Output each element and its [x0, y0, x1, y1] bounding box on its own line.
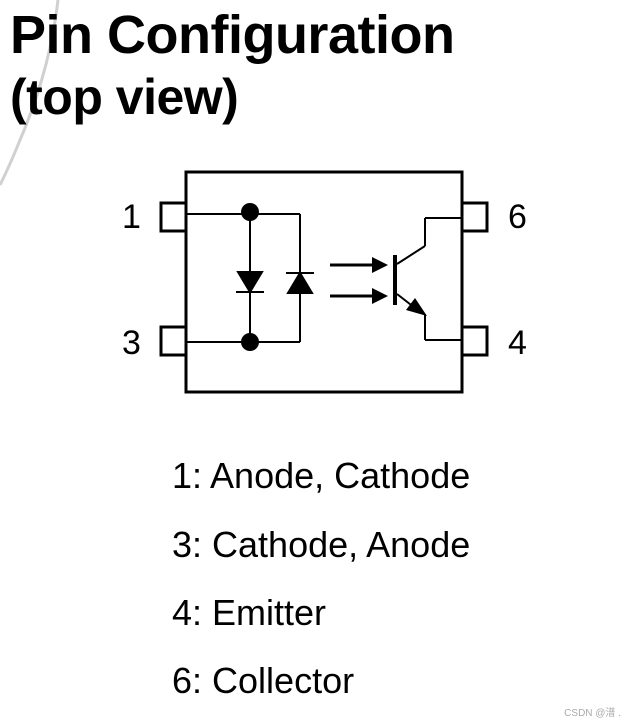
phototransistor — [393, 217, 462, 341]
pin-1-tab — [159, 201, 188, 233]
led-1 — [236, 271, 264, 294]
page-subtitle: (top view) — [10, 69, 239, 125]
light-arrows — [330, 257, 388, 304]
legend-pin-1: 1: Anode, Cathode — [172, 455, 471, 496]
junction-dot-top — [241, 203, 259, 221]
pin-label-3: 3 — [122, 324, 141, 362]
page-title: Pin Configuration — [10, 5, 455, 65]
junction-dot-bottom — [241, 333, 259, 351]
decorative-curve — [0, 0, 60, 186]
pin-3-tab — [159, 325, 188, 357]
legend-pin-3: 3: Cathode, Anode — [172, 524, 471, 565]
pin-6-tab — [460, 201, 489, 233]
legend-pin-4: 4: Emitter — [172, 592, 327, 633]
legend-pin-6: 6: Collector — [172, 660, 355, 701]
pin-4-tab — [460, 325, 489, 357]
watermark: CSDN @潽 . — [564, 708, 621, 719]
pin-label-4: 4 — [508, 324, 527, 362]
package-body — [184, 170, 464, 394]
pin-label-6: 6 — [508, 198, 527, 236]
led-2 — [286, 271, 314, 294]
emitter-arrow — [406, 298, 427, 316]
pin-label-1: 1 — [122, 198, 141, 236]
